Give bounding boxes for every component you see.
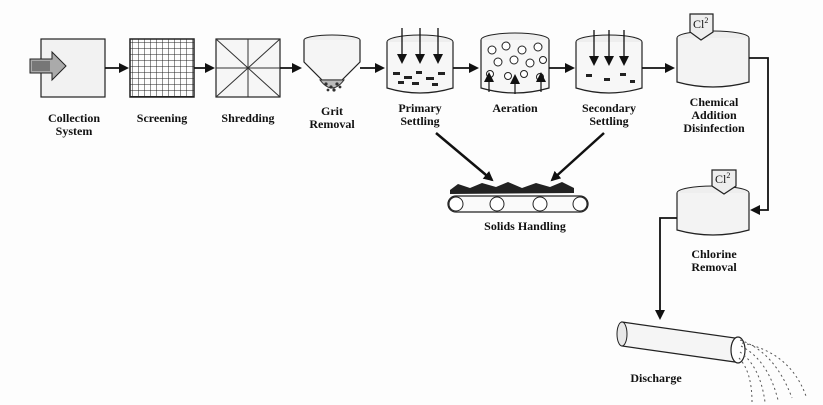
solids-handling-label: Solids Handling (470, 220, 580, 233)
chem-tag-2: Cl2 (715, 171, 730, 186)
label-line: Chemical (689, 95, 739, 109)
primary-settling-label: Primary Settling (384, 102, 456, 128)
chem-symbol: Cl (715, 172, 727, 186)
label-line: Aeration (492, 101, 538, 115)
label-line: System (55, 124, 93, 138)
grit-removal-label: Grit Removal (297, 105, 367, 131)
solids-conveyor (447, 182, 589, 213)
chem-superscript: 2 (704, 16, 708, 25)
aeration-label: Aeration (478, 102, 552, 115)
collection-system-box (29, 38, 106, 98)
solids-arrow (435, 132, 494, 182)
label-line: Primary (398, 101, 442, 115)
label-line: Settling (400, 114, 440, 128)
grit-removal-hopper (303, 34, 361, 92)
chlorine-removal-label: Chlorine Removal (676, 248, 752, 274)
chlorine-feed-icon (711, 169, 737, 195)
label-line: Collection (48, 111, 100, 125)
chem-superscript: 2 (726, 171, 730, 180)
label-line: Disinfection (683, 121, 745, 135)
chlorine-removal-tank: Cl2 (676, 169, 750, 236)
discharge-label: Discharge (618, 372, 694, 385)
chem-tag-1: Cl2 (693, 16, 708, 31)
primary-settling-tank (386, 28, 454, 94)
label-line: Removal (309, 117, 355, 131)
flow-pipe (655, 217, 677, 320)
label-line: Screening (136, 111, 188, 125)
label-line: Grit (321, 104, 343, 118)
aeration-tank (480, 32, 550, 94)
secondary-settling-label: Secondary Settling (570, 102, 648, 128)
label-line: Addition (691, 108, 737, 122)
screening-label: Screening (124, 112, 200, 125)
shredding-label: Shredding (210, 112, 286, 125)
label-line: Secondary (582, 101, 636, 115)
collection-system-label: Collection System (38, 112, 110, 138)
solids-arrow (550, 132, 605, 182)
label-line: Solids Handling (484, 219, 566, 233)
label-line: Shredding (221, 111, 275, 125)
discharge-pipe (616, 321, 807, 403)
chlorine-feed-icon (689, 13, 714, 41)
label-line: Settling (589, 114, 629, 128)
screening-box (129, 38, 195, 98)
flow-pipe (749, 57, 769, 215)
secondary-settling-tank (575, 30, 643, 94)
shredding-box (215, 38, 281, 98)
chem-symbol: Cl (693, 17, 705, 31)
label-line: Discharge (630, 371, 682, 385)
label-line: Chlorine (691, 247, 737, 261)
chemical-addition-tank: Cl2 (676, 13, 750, 88)
label-line: Removal (691, 260, 737, 274)
chemical-addition-label: Chemical Addition Disinfection (672, 96, 756, 135)
